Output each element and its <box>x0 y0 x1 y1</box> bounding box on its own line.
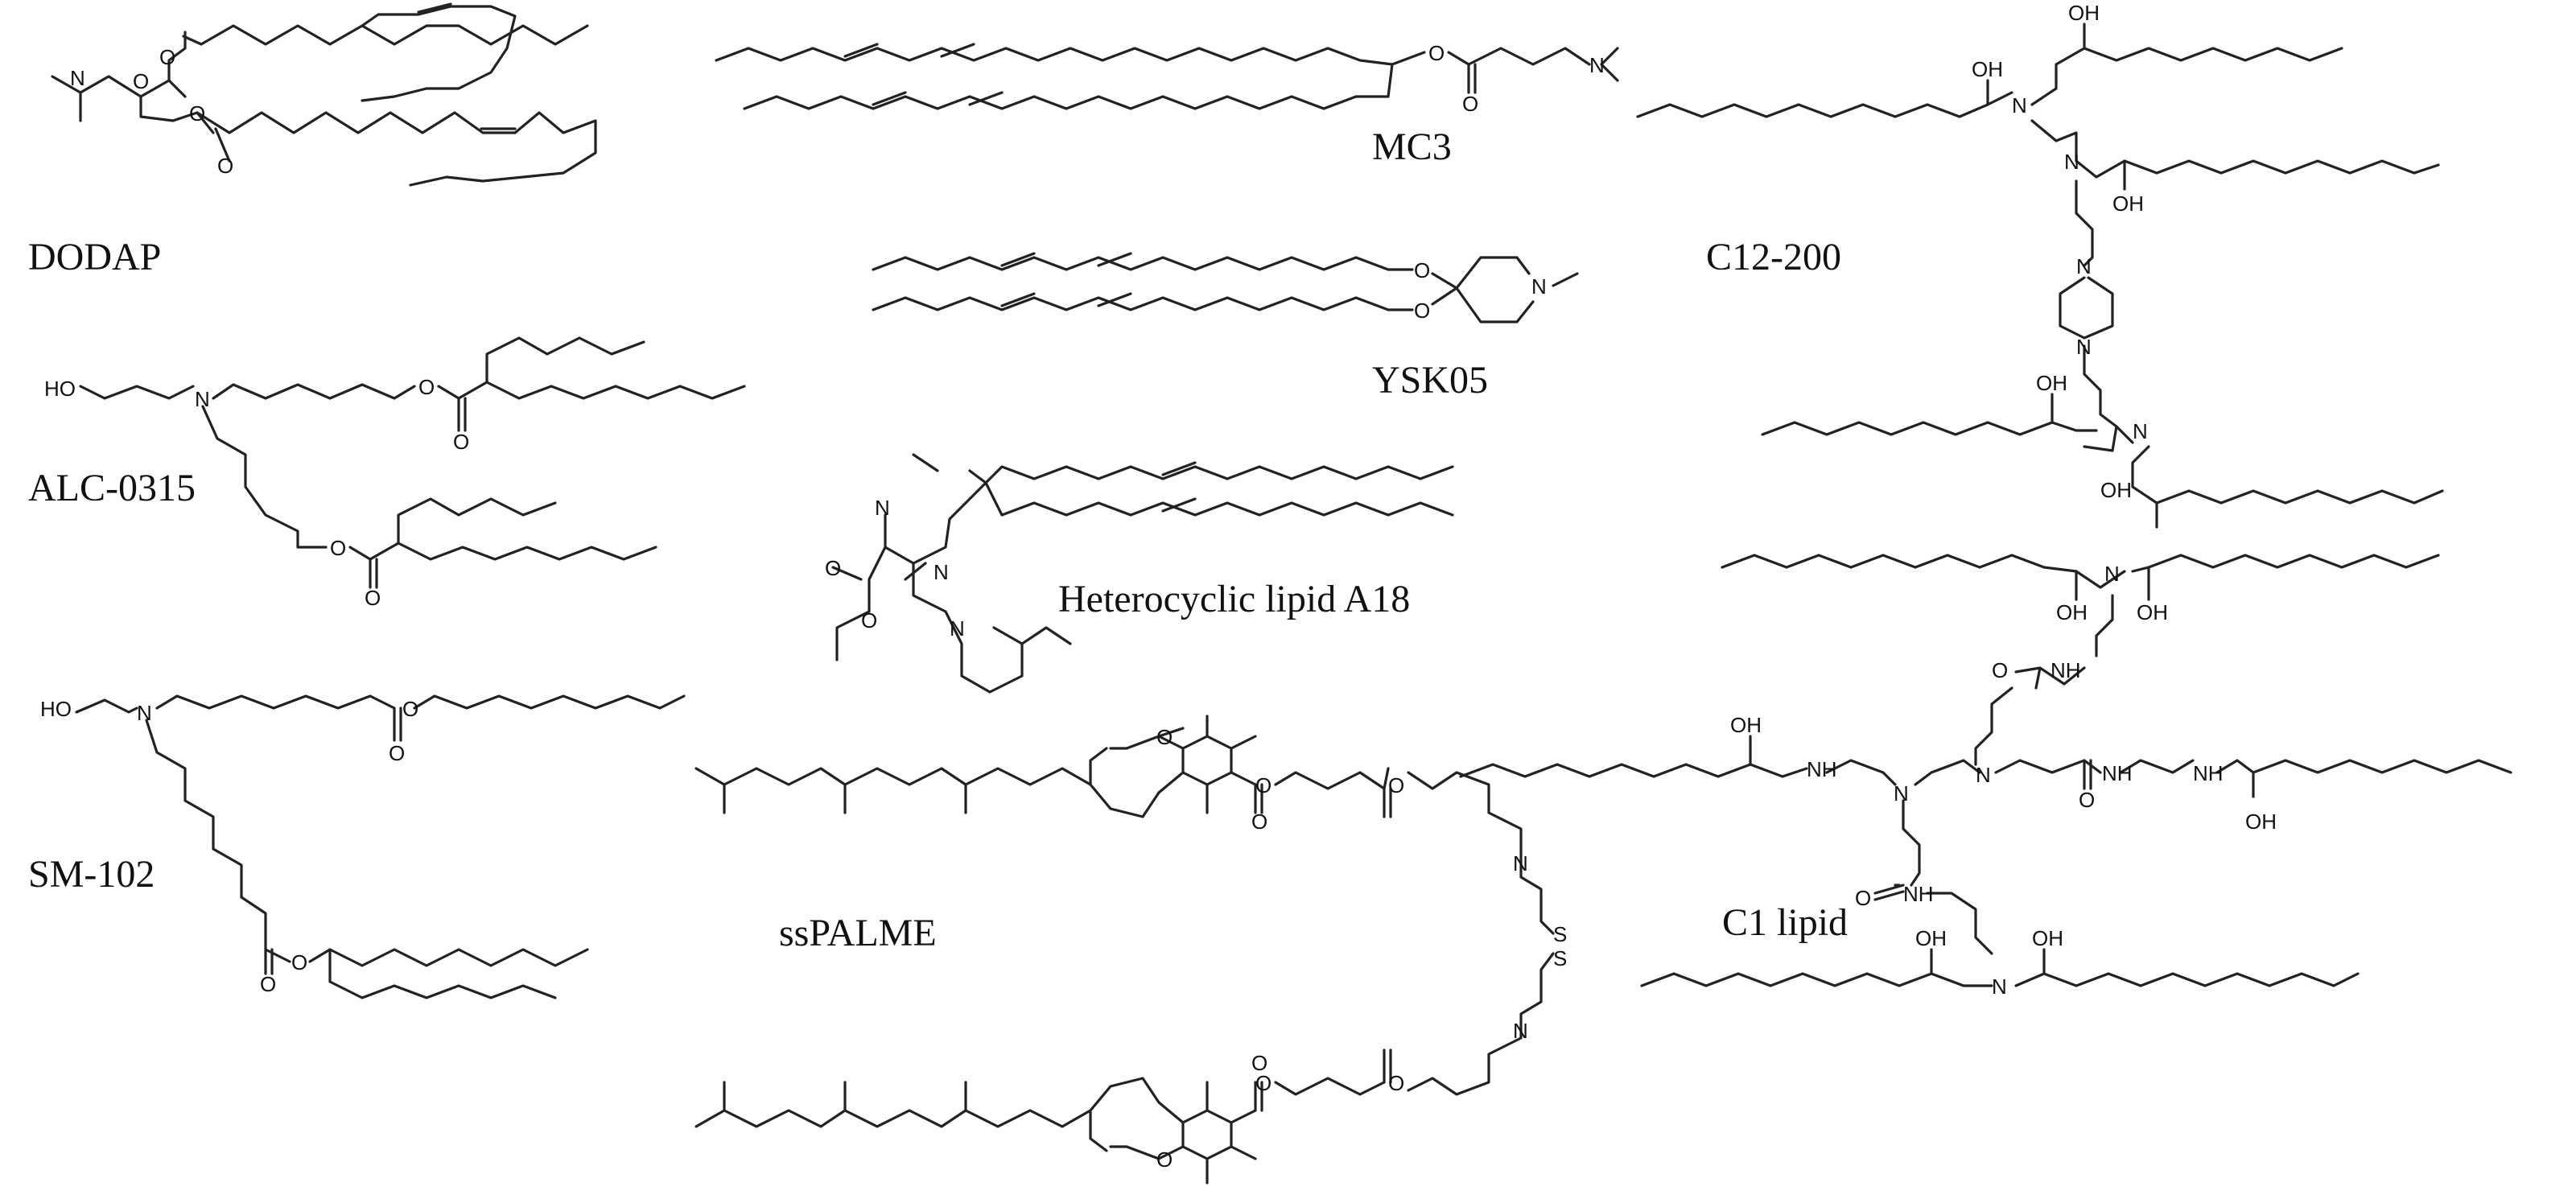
mc3-atom-o1: O <box>1428 41 1445 65</box>
sm-atom-n: N <box>137 701 152 725</box>
c1-atom-n4: N <box>1992 974 2007 999</box>
a18-atom-o2: O <box>861 608 877 632</box>
sspalme-atom-s2: S <box>1553 946 1567 970</box>
sspalme-atom-o1: O <box>1156 725 1173 749</box>
sspalme-atom-o3: O <box>1251 810 1267 834</box>
ysk05-atom-n: N <box>1531 274 1547 299</box>
mc3-atom-o2: O <box>1462 92 1478 116</box>
dodap-atom-o3: O <box>189 101 205 126</box>
c1-atom-oh2: OH <box>2137 600 2168 624</box>
alc-atom-o1: O <box>418 375 435 399</box>
dodap-atom-o4: O <box>217 154 233 178</box>
sm-atom-ho: HO <box>40 697 72 721</box>
sm-102-structure: HO N O O O O SM-102 <box>28 694 686 999</box>
sspalme-atom-o4: O <box>1388 773 1404 797</box>
sspalme-atom-o7: O <box>1255 1071 1272 1095</box>
dodap-structure: N O O O O DODAP <box>28 2 597 278</box>
c1-atom-oh4: OH <box>2245 810 2277 834</box>
sm-atom-o3: O <box>291 950 307 974</box>
c1-atom-n1: N <box>2104 562 2120 586</box>
c1-atom-nh3: NH <box>2102 761 2133 785</box>
c12-atom-oh2: OH <box>2068 1 2100 25</box>
c1-atom-oh1: OH <box>2056 600 2088 624</box>
sspalme-atom-o2: O <box>1255 773 1272 797</box>
c1-atom-oh5: OH <box>1915 926 1947 950</box>
ysk05-atom-o1: O <box>1414 258 1430 282</box>
c1-atom-nh5: NH <box>1903 882 1934 906</box>
c1-lipid-label: C1 lipid <box>1722 901 1848 944</box>
sspalme-atom-n1: N <box>1513 851 1528 875</box>
a18-atom-o1: O <box>825 556 841 580</box>
dodap-atom-n: N <box>70 66 85 90</box>
sspalme-atom-o6: O <box>1251 1051 1267 1075</box>
c1-atom-o3: O <box>1855 886 1871 910</box>
c12-atom-n1: N <box>2012 93 2027 117</box>
alc-atom-o3: O <box>330 536 346 560</box>
sm-atom-o2: O <box>389 741 405 765</box>
c1-atom-oh3: OH <box>1730 713 1762 737</box>
dodap-atom-o2: O <box>159 45 175 69</box>
alc-0315-structure: HO N O O O O ALC-0315 <box>28 336 746 610</box>
mc3-structure: O O N MC3 <box>715 41 1619 168</box>
sspalme-label: ssPALME <box>779 912 937 954</box>
alc-atom-n: N <box>195 387 210 411</box>
a18-structure: N N O O N Heterocyclic lipid A18 <box>825 453 1454 694</box>
alc-atom-o2: O <box>453 430 469 454</box>
sm-atom-o4: O <box>260 972 276 996</box>
mc3-atom-n: N <box>1589 53 1605 77</box>
c12-atom-oh1: OH <box>1972 57 2003 81</box>
c12-atom-oh4: OH <box>2036 371 2067 395</box>
alc-atom-o4: O <box>365 586 381 610</box>
sspalme-atom-s1: S <box>1553 922 1567 946</box>
dodap-atom-o1: O <box>133 69 149 93</box>
mc3-label: MC3 <box>1372 126 1452 168</box>
c1-lipid-structure: OH OH N O NH N OH NH N O NH NH OH O NH O… <box>1459 554 2512 999</box>
a18-atom-n3: N <box>950 616 965 641</box>
a18-atom-n1: N <box>875 496 890 520</box>
sspalme-atom-n2: N <box>1513 1019 1528 1043</box>
sm-atom-o1: O <box>402 697 418 721</box>
c12-atom-oh3: OH <box>2112 192 2144 216</box>
c12-atom-n5: N <box>2133 419 2148 443</box>
ysk05-structure: O O N YSK05 <box>872 252 1579 402</box>
c1-atom-nh1: NH <box>2050 658 2081 682</box>
ysk05-label: YSK05 <box>1372 359 1488 402</box>
sspalme-atom-o5: O <box>1388 1071 1404 1095</box>
c1-atom-nh2: NH <box>1807 757 1837 781</box>
c1-atom-o1: O <box>1992 658 2008 682</box>
c12-atom-n4: N <box>2076 335 2092 359</box>
c12-200-structure: OH OH N N OH N N OH N OH C12-200 <box>1636 1 2444 529</box>
c12-atom-n3: N <box>2076 254 2092 278</box>
c1-atom-n3: N <box>1894 781 1909 805</box>
alc-atom-ho: HO <box>44 377 76 401</box>
c1-atom-oh6: OH <box>2032 926 2063 950</box>
c12-200-label: C12-200 <box>1706 236 1841 278</box>
alc-0315-label: ALC-0315 <box>28 467 196 509</box>
c1-atom-nh4: NH <box>2193 761 2224 785</box>
ysk05-atom-o2: O <box>1414 299 1430 323</box>
sm-102-label: SM-102 <box>28 853 155 896</box>
c1-atom-o2: O <box>2079 788 2095 812</box>
sspalme-atom-o8: O <box>1156 1147 1173 1172</box>
sspalme-structure: O O O O N S S N O O O O ssPALME <box>694 715 1567 1184</box>
c12-atom-n2: N <box>2064 150 2079 174</box>
c12-atom-oh5: OH <box>2100 478 2132 502</box>
a18-label: Heterocyclic lipid A18 <box>1058 578 1410 620</box>
a18-atom-n2: N <box>934 560 949 584</box>
dodap-label: DODAP <box>28 236 161 278</box>
c1-atom-n2: N <box>1976 763 1991 787</box>
